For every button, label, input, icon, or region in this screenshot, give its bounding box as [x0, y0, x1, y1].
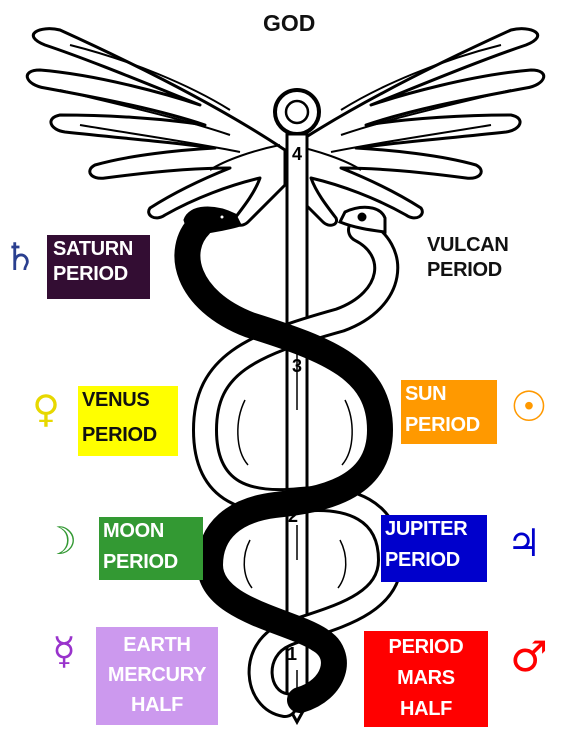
sun-symbol-icon: ☉ — [509, 388, 549, 426]
right-wing — [286, 29, 544, 226]
page-title: GOD — [263, 10, 315, 37]
moon-symbol-icon: ☽ — [40, 522, 80, 560]
venus-symbol-icon: ♀ — [26, 390, 66, 428]
stage-number-1: 1 — [287, 644, 297, 664]
stage-number-2: 2 — [288, 506, 298, 526]
left-wing — [27, 29, 285, 226]
saturn-symbol-icon: ♄ — [0, 238, 40, 276]
mars-symbol-icon: ♂ — [509, 638, 549, 676]
mercury-symbol-icon: ☿ — [44, 632, 84, 670]
stage-number-4: 4 — [292, 144, 302, 164]
stage-number-3: 3 — [292, 356, 302, 376]
jupiter-symbol-icon: ♃ — [504, 524, 544, 562]
